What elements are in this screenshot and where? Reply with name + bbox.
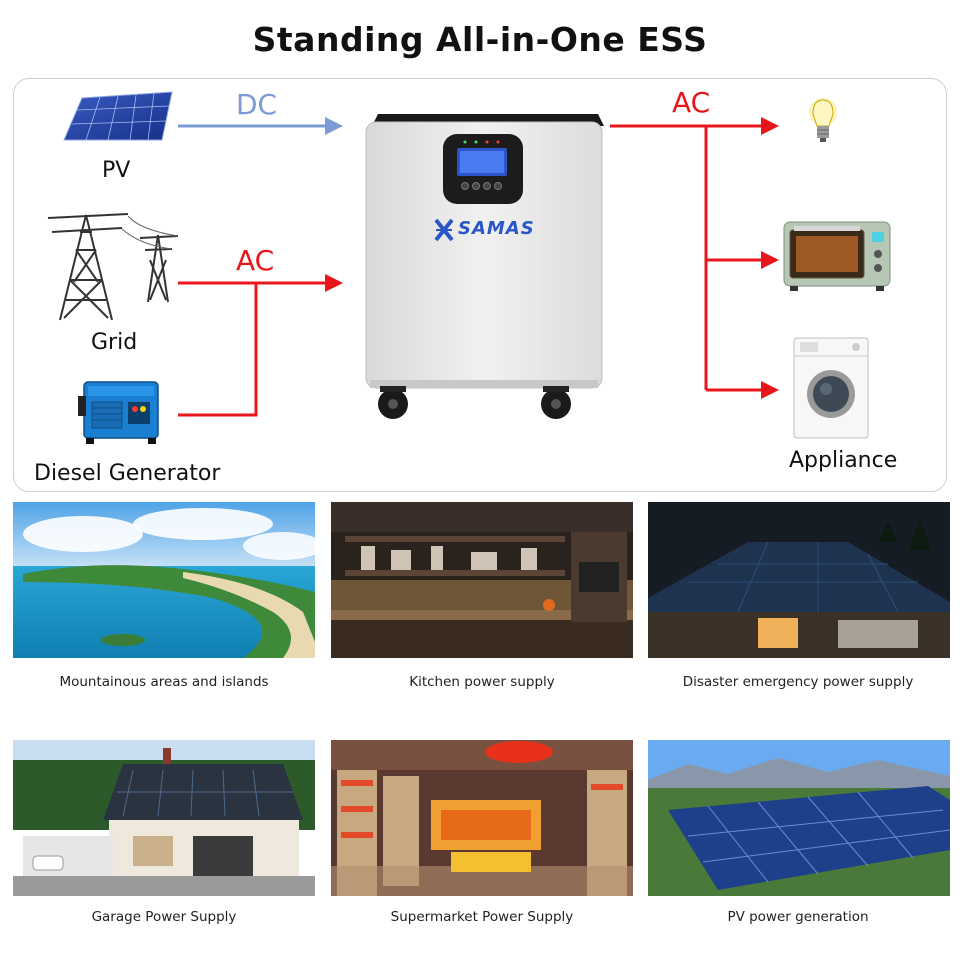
samas-logo-icon bbox=[434, 218, 454, 242]
dc-flow-label: DC bbox=[236, 88, 278, 121]
page-title: Standing All-in-One ESS bbox=[252, 20, 708, 59]
caption-supermarket: Supermarket Power Supply bbox=[390, 909, 574, 925]
ac-in-flow-label: AC bbox=[236, 244, 275, 277]
generator-flow-line bbox=[178, 283, 258, 417]
scenario-image-garage bbox=[13, 740, 315, 896]
pv-label: PV bbox=[102, 158, 131, 183]
ac-out-flow-label: AC bbox=[672, 86, 711, 119]
appliance-label: Appliance bbox=[789, 448, 898, 473]
caption-garage: Garage Power Supply bbox=[91, 909, 237, 925]
power-tower-icon bbox=[47, 213, 179, 321]
scenario-image-islands bbox=[13, 502, 315, 658]
caption-pv-generation: PV power generation bbox=[727, 909, 869, 925]
brand-logo-text: SAMAS bbox=[458, 218, 535, 239]
washing-machine-icon bbox=[793, 337, 869, 439]
diesel-generator-label: Diesel Generator bbox=[34, 461, 221, 486]
caption-disaster: Disaster emergency power supply bbox=[682, 674, 914, 690]
scenario-image-kitchen bbox=[331, 502, 633, 658]
pv-panel-icon bbox=[63, 91, 173, 141]
grid-label: Grid bbox=[91, 330, 138, 355]
caption-islands: Mountainous areas and islands bbox=[59, 674, 269, 690]
oven-icon bbox=[783, 221, 891, 291]
caption-kitchen: Kitchen power supply bbox=[409, 674, 555, 690]
scenario-image-pv-generation bbox=[648, 740, 950, 896]
ess-cabinet bbox=[365, 114, 604, 419]
scenario-image-disaster bbox=[648, 502, 950, 658]
scenario-image-supermarket bbox=[331, 740, 633, 896]
light-bulb-icon bbox=[809, 98, 837, 142]
diesel-generator-icon bbox=[78, 381, 159, 444]
